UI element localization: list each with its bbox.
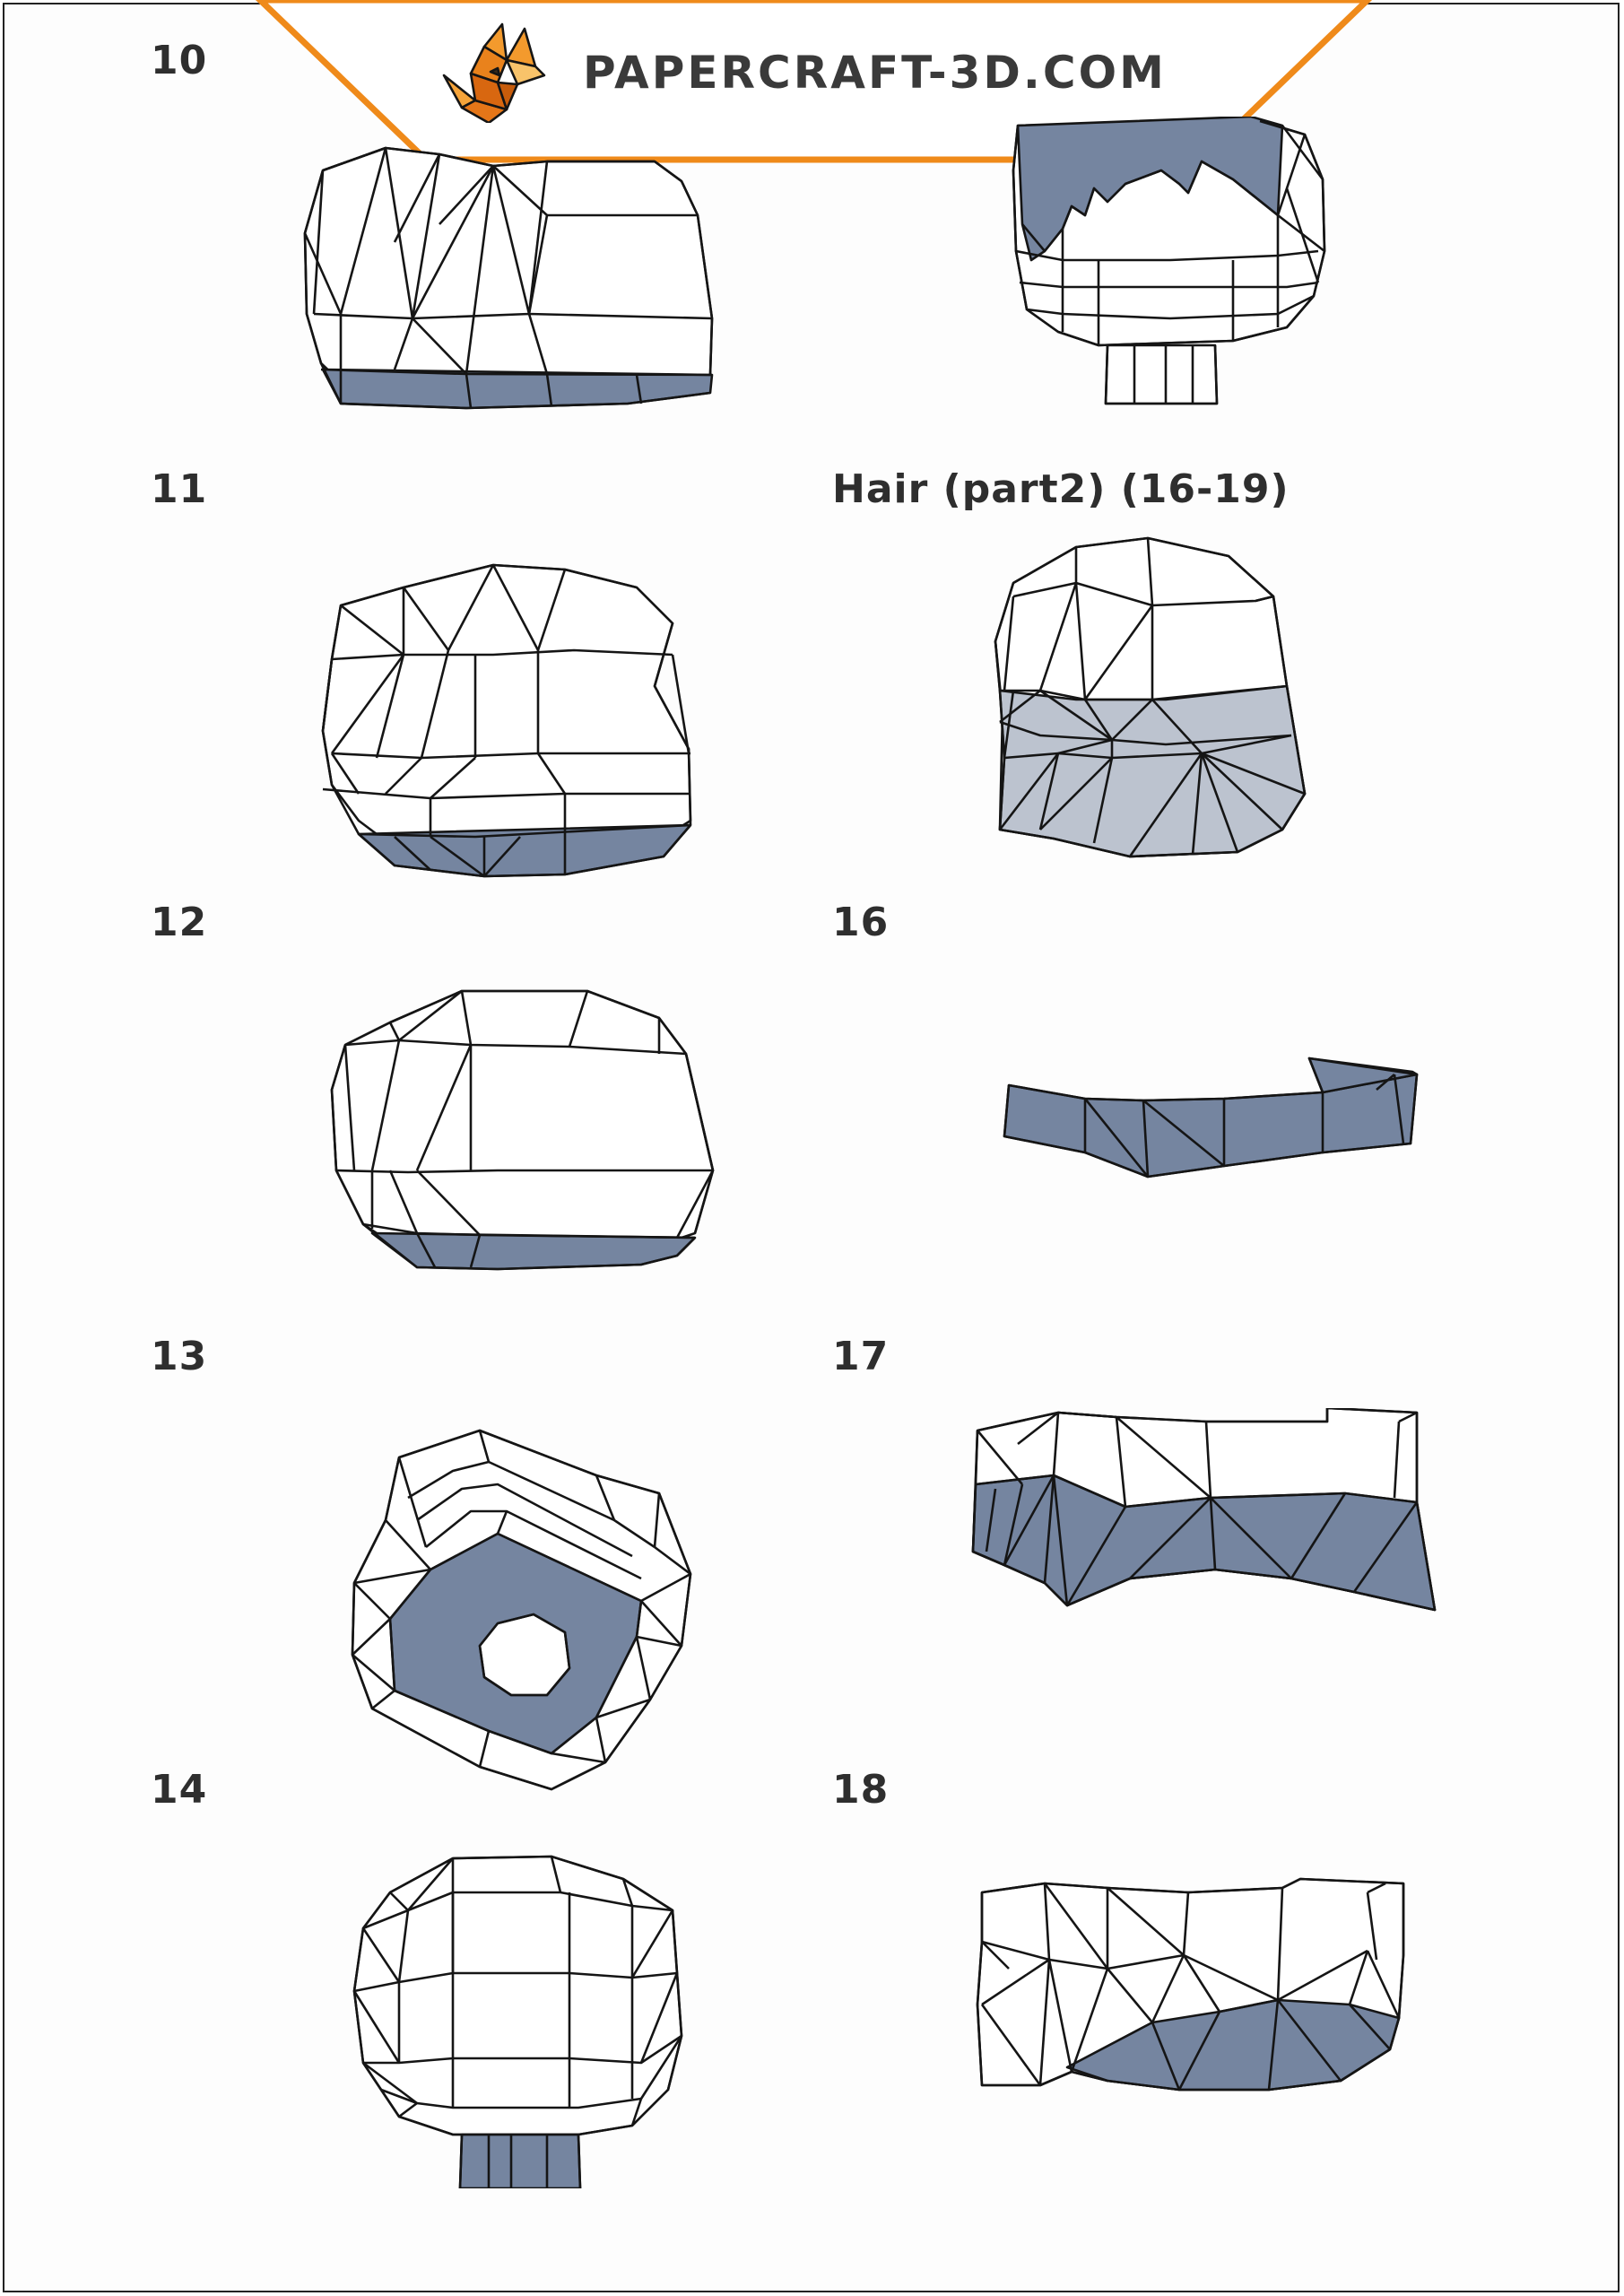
hair-part2-model: [994, 536, 1307, 858]
step-12-model: [330, 989, 715, 1271]
step-10-model: [303, 146, 714, 410]
site-name: PAPERCRAFT-3D.COM: [583, 47, 1167, 99]
step-11-model: [321, 563, 692, 878]
step-13-model: [351, 1429, 692, 1791]
step-10-label: 10: [151, 38, 208, 83]
step-17-model: [971, 1408, 1437, 1612]
step-16-label: 16: [832, 900, 890, 945]
step-11-label: 11: [151, 466, 208, 512]
step-18-label: 18: [832, 1767, 890, 1813]
step-13-label: 13: [151, 1334, 208, 1379]
step-12-label: 12: [151, 900, 208, 945]
section-title-hair-part2: Hair (part2) (16-19): [832, 466, 1290, 512]
step-14-model: [352, 1855, 683, 2188]
step-15-model: [1012, 117, 1326, 405]
step-14-label: 14: [151, 1767, 208, 1813]
step-17-label: 17: [832, 1334, 890, 1379]
step-16-model: [1003, 1057, 1419, 1178]
fox-origami-logo-icon: [442, 22, 546, 123]
step-18-model: [976, 1877, 1405, 2092]
